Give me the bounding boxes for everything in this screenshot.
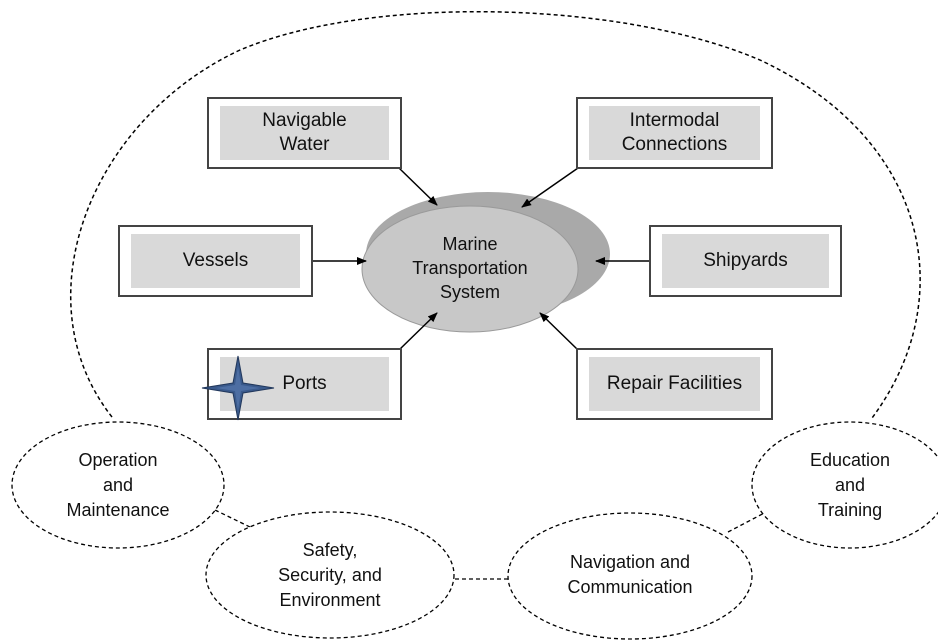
box-navigable-water: Navigable Water [207, 97, 402, 169]
box-vessels: Vessels [118, 225, 313, 297]
four-point-star-icon [201, 355, 275, 421]
box-shipyards: Shipyards [649, 225, 842, 297]
function-connector [727, 509, 771, 533]
center-ellipse [361, 205, 579, 333]
function-ellipse-education [751, 421, 938, 549]
function-connector [214, 509, 253, 529]
arrow-navigable-water [398, 167, 438, 206]
function-label-education: Education and Training [809, 449, 891, 520]
arrow-intermodal [521, 167, 579, 208]
box-repair-facilities: Repair Facilities [576, 348, 773, 420]
box-repair-facilities-label: Repair Facilities [589, 357, 760, 411]
box-navigable-water-label: Navigable Water [220, 106, 389, 160]
function-ellipse-operation [11, 421, 225, 549]
box-intermodal-connections: Intermodal Connections [576, 97, 773, 169]
arrow-repair [539, 312, 579, 351]
box-vessels-label: Vessels [131, 234, 300, 288]
arrow-ports [398, 312, 438, 351]
center-label: Marine Transportation System [412, 234, 528, 302]
function-ellipse-navigation [507, 512, 753, 640]
box-ports: Ports [207, 348, 402, 420]
function-label-operation: Operation and Maintenance [66, 449, 170, 520]
box-shipyards-label: Shipyards [662, 234, 829, 288]
box-intermodal-connections-label: Intermodal Connections [589, 106, 760, 160]
function-ellipse-safety [205, 511, 455, 639]
function-label-navigation: Navigation and Communication [567, 552, 693, 597]
function-label-safety: Safety, Security, and Environment [278, 539, 382, 610]
